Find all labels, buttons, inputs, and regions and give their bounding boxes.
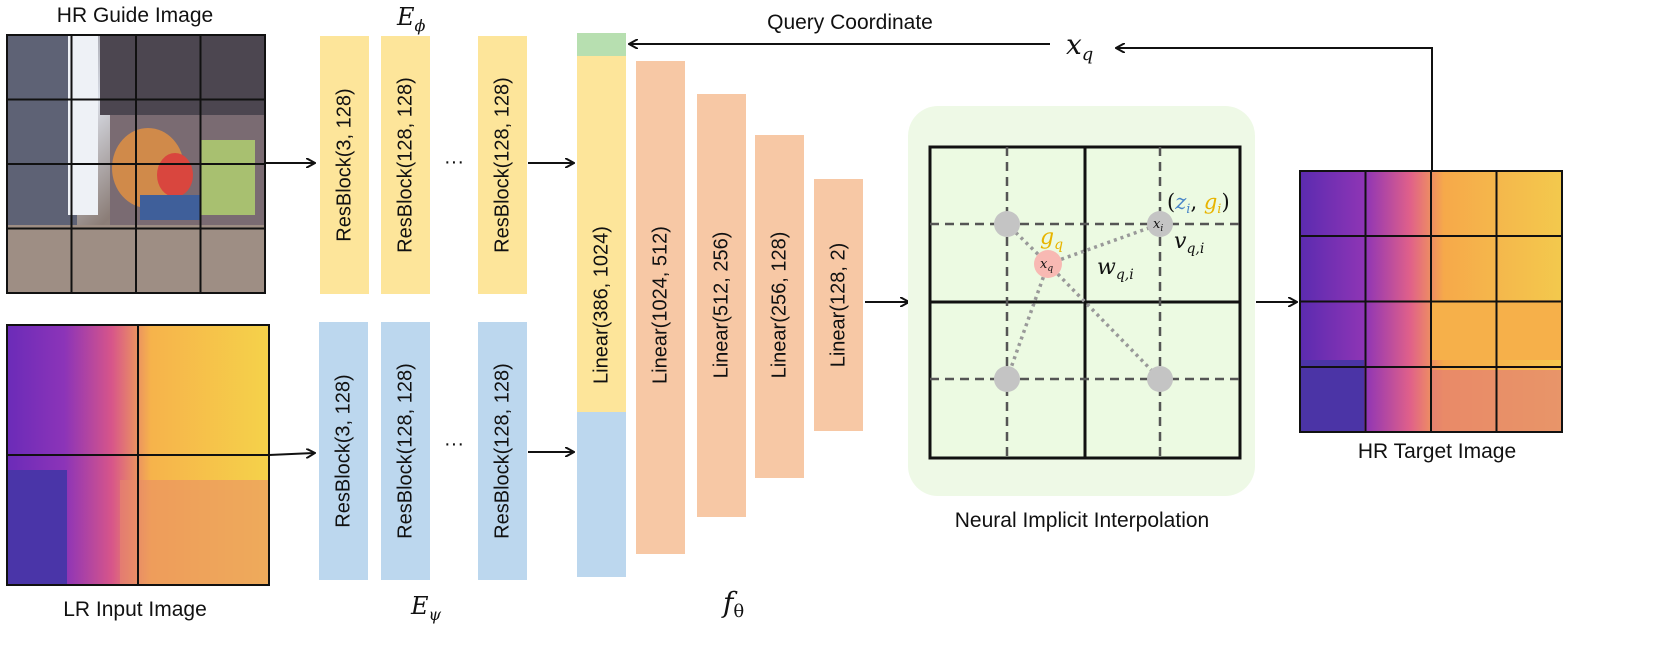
guide-resblock-1-label: ResBlock(3, 128) xyxy=(334,88,356,241)
lr-resblock-1 xyxy=(319,322,368,580)
mlp-decoder: Linear(386, 1024) Linear(1024, 512) Line… xyxy=(577,33,863,577)
e-phi-label: Eϕ xyxy=(396,3,426,35)
xq-label: xq xyxy=(1066,28,1093,65)
neighbor-point-tl xyxy=(994,211,1020,237)
target-to-query-arrow xyxy=(1117,48,1433,171)
linear-3 xyxy=(697,94,746,517)
guide-resblock-2 xyxy=(381,36,430,294)
guide-encoder: ResBlock(3, 128) ResBlock(128, 128) ResB… xyxy=(320,36,527,294)
linear-3-label: Linear(512, 256) xyxy=(711,232,733,379)
lr-ellipsis: ··· xyxy=(444,433,464,455)
hr-target-image xyxy=(1299,170,1563,433)
lr-encoder: ResBlock(3, 128) ResBlock(128, 128) ResB… xyxy=(319,322,527,580)
lr-resblock-3-label: ResBlock(128, 128) xyxy=(492,363,514,539)
linear-4 xyxy=(755,135,804,478)
guide-resblock-1 xyxy=(320,36,369,294)
zi-gi-label: (zi, gi) xyxy=(1167,190,1230,217)
lr-resblock-1-label: ResBlock(3, 128) xyxy=(333,374,355,527)
hr-guide-image xyxy=(6,34,266,294)
hr-target-title: HR Target Image xyxy=(1358,440,1516,463)
wqi-label: wq,i xyxy=(1097,255,1134,283)
lr-resblock-2-label: ResBlock(128, 128) xyxy=(395,363,417,539)
linear-1-label: Linear(386, 1024) xyxy=(591,226,613,384)
nii-panel: xq xi gq wq,i vq,i (zi, gi) xyxy=(908,106,1255,496)
nii-title: Neural Implicit Interpolation xyxy=(955,509,1209,532)
query-point xyxy=(1034,250,1062,278)
lr-feature-slot xyxy=(577,412,626,577)
neighbor-point-br xyxy=(1147,366,1173,392)
neighbor-point-xi xyxy=(1147,211,1173,237)
lr-input-title: LR Input Image xyxy=(63,598,207,621)
lr-resblock-3 xyxy=(478,322,527,580)
e-psi-label: Eψ xyxy=(410,592,442,624)
guide-resblock-3 xyxy=(478,36,527,294)
coordinate-slot xyxy=(577,33,626,56)
query-point-label: xq xyxy=(1040,257,1053,274)
linear-2-label: Linear(1024, 512) xyxy=(650,226,672,384)
guide-ellipsis: ··· xyxy=(444,151,464,173)
linear-2 xyxy=(636,61,685,554)
linear-4-label: Linear(256, 128) xyxy=(769,232,791,379)
guide-resblock-3-label: ResBlock(128, 128) xyxy=(492,77,514,253)
guide-feature-slot xyxy=(577,56,626,412)
vqi-label: vq,i xyxy=(1174,229,1204,257)
linear-5 xyxy=(814,179,863,431)
linear-5-label: Linear(128, 2) xyxy=(828,243,850,368)
lr-input-image xyxy=(6,324,270,586)
lr-resblock-2 xyxy=(381,322,430,580)
query-coordinate-label: Query Coordinate xyxy=(767,11,933,34)
f-theta-label: fθ xyxy=(721,586,744,622)
gq-label: gq xyxy=(1040,225,1063,253)
hr-guide-title: HR Guide Image xyxy=(57,4,213,27)
lr-to-encoder-arrow xyxy=(268,453,314,455)
neighbor-point-bl xyxy=(994,366,1020,392)
guide-resblock-2-label: ResBlock(128, 128) xyxy=(395,77,417,253)
xi-point-label: xi xyxy=(1153,217,1163,234)
